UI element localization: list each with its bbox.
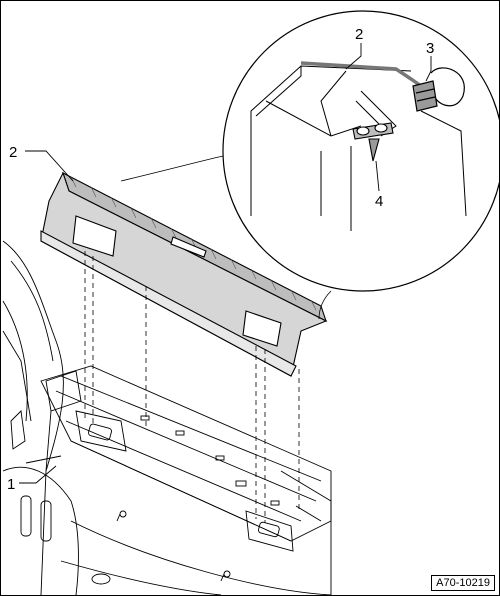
callout-part-2-main: 2 <box>9 144 17 161</box>
leader-lines <box>19 43 432 484</box>
luggage-compartment-trim-panel <box>40 171 328 377</box>
figure-id-label: A70-10219 <box>431 575 495 591</box>
vehicle-body <box>2 240 332 595</box>
callout-part-2-detail: 2 <box>355 26 363 43</box>
clip-part-4 <box>352 122 394 162</box>
clip-part-3 <box>412 67 465 112</box>
callout-part-4: 4 <box>375 193 383 210</box>
detail-magnifier <box>120 10 499 320</box>
alignment-dashed-lines <box>84 251 300 523</box>
callout-part-3: 3 <box>426 40 434 57</box>
callout-part-1: 1 <box>7 476 15 493</box>
